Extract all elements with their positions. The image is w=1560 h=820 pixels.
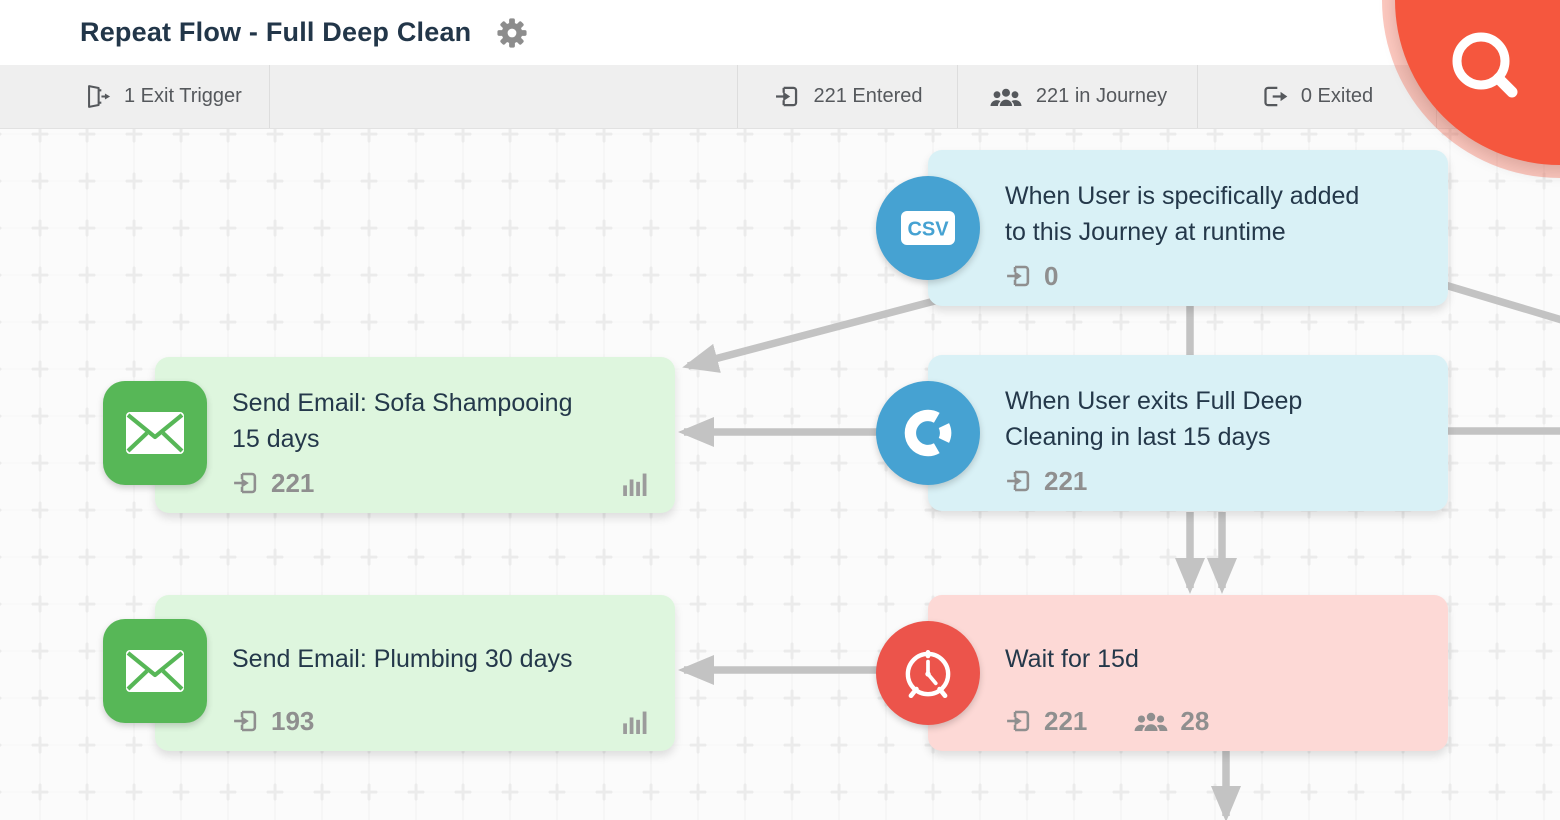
connector-csv-to-sofa-email <box>682 294 947 373</box>
enter-icon <box>1007 265 1030 287</box>
entered-count: 0 <box>1005 261 1058 292</box>
page-title: Repeat Flow - Full Deep Clean <box>80 17 472 47</box>
node-title: When User exits Full Deep Cleaning in la… <box>1005 386 1303 451</box>
in-journey-stat: 221 in Journey <box>957 65 1198 128</box>
connector-csv-to-offscreen-right <box>1443 281 1560 324</box>
in-journey-label: 221 in Journey <box>1035 85 1168 107</box>
node-stats: 0 <box>1005 259 1420 293</box>
exited-label: 0 Exited <box>1300 85 1374 107</box>
csv-icon: CSV <box>876 176 980 280</box>
node-title: When User is specifically added to this … <box>1005 181 1360 246</box>
entered-count: 193 <box>232 706 314 737</box>
users-icon <box>990 88 1022 106</box>
node-csv-entry-trigger[interactable]: CSV When User is specifically added to t… <box>876 150 1448 306</box>
node-title: Wait for 15d <box>1005 644 1139 673</box>
donut-chart-icon <box>876 381 980 485</box>
enter-icon <box>234 472 257 494</box>
enter-icon <box>775 86 797 107</box>
svg-text:CSV: CSV <box>907 219 949 241</box>
zoom-search-button[interactable] <box>1395 0 1560 165</box>
journey-canvas[interactable]: CSV When User is specifically added to t… <box>0 128 1560 820</box>
exited-stat: 0 Exited <box>1197 65 1437 128</box>
journey-stats-bar: 1 Exit Trigger 221 Entered 221 in Journe… <box>0 65 1560 129</box>
users-icon <box>1134 712 1168 731</box>
node-wait-15d[interactable]: Wait for 15d 221 <box>876 595 1448 751</box>
enter-icon <box>1007 470 1030 492</box>
entered-count: 221 <box>1005 466 1087 497</box>
entered-label: 221 Entered <box>813 85 923 107</box>
alarm-clock-icon <box>876 621 980 725</box>
exit-trigger-stat: 1 Exit Trigger <box>0 65 270 128</box>
bar-chart-icon[interactable] <box>623 470 647 496</box>
node-stats: 193 <box>232 704 647 738</box>
node-email-plumbing[interactable]: Send Email: Plumbing 30 days 193 <box>103 595 675 751</box>
exit-trigger-label: 1 Exit Trigger <box>124 85 242 107</box>
node-stats: 221 28 <box>1005 704 1420 738</box>
magnifier-icon <box>1452 32 1518 98</box>
header: Repeat Flow - Full Deep Clean <box>0 0 1560 65</box>
journey-settings-button[interactable] <box>497 17 527 48</box>
envelope-icon <box>103 381 207 485</box>
node-email-sofa-shampooing[interactable]: Send Email: Sofa Shampooing 15 days 221 <box>103 357 675 513</box>
enter-icon <box>1007 710 1030 732</box>
exit-icon <box>1264 86 1288 107</box>
gear-icon <box>497 17 527 48</box>
node-stats: 221 <box>1005 464 1420 498</box>
node-title: Send Email: Plumbing 30 days <box>232 644 573 673</box>
node-title: Send Email: Sofa Shampooing 15 days <box>232 388 573 453</box>
node-stats: 221 <box>232 466 647 500</box>
door-exit-icon <box>88 85 111 108</box>
entered-count: 221 <box>1005 706 1087 737</box>
node-exit-event-trigger[interactable]: When User exits Full Deep Cleaning in la… <box>876 355 1448 511</box>
envelope-icon <box>103 619 207 723</box>
enter-icon <box>234 710 257 732</box>
entered-count: 221 <box>232 468 314 499</box>
in-node-count: 28 <box>1133 706 1209 737</box>
bar-chart-icon[interactable] <box>623 708 647 734</box>
entered-stat: 221 Entered <box>737 65 958 128</box>
